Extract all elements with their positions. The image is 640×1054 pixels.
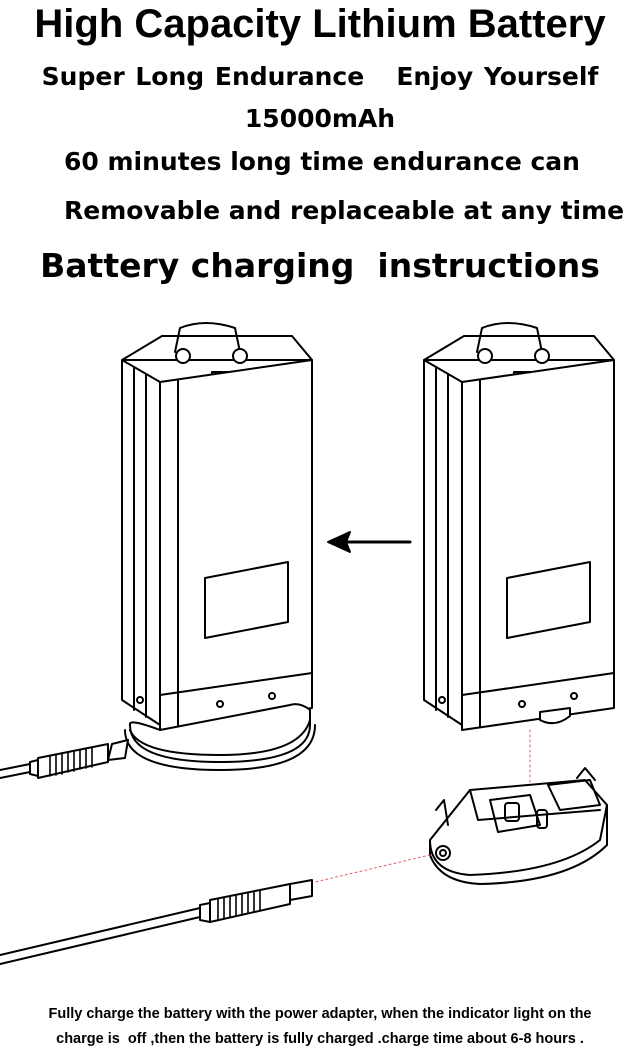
charging-base-icon [125,704,315,770]
capacity-label: 15000mAh [244,104,396,133]
footer-line-1: Fully charge the battery with the power … [48,1006,592,1022]
subtitle-endurance: Super Long Endurance Enjoy Yourself [41,62,599,91]
charging-illustration [0,300,640,1000]
section-heading: Battery charging instructions [40,246,600,285]
battery-pack-icon [122,323,312,730]
endurance-text: 60 minutes long time endurance can [64,147,580,176]
footer-line-2: charge is off ,then the battery is fully… [56,1031,584,1047]
dc-plug-icon [0,740,128,778]
battery-pack-icon [424,323,614,730]
charging-base-icon [430,768,607,884]
removable-text: Removable and replaceable at any time [64,196,625,225]
left-arrow-icon [328,532,410,552]
dc-plug-icon [0,880,312,964]
charging-instructions-text: Fully charge the battery with the power … [0,1002,640,1052]
page-title: High Capacity Lithium Battery [34,2,606,46]
